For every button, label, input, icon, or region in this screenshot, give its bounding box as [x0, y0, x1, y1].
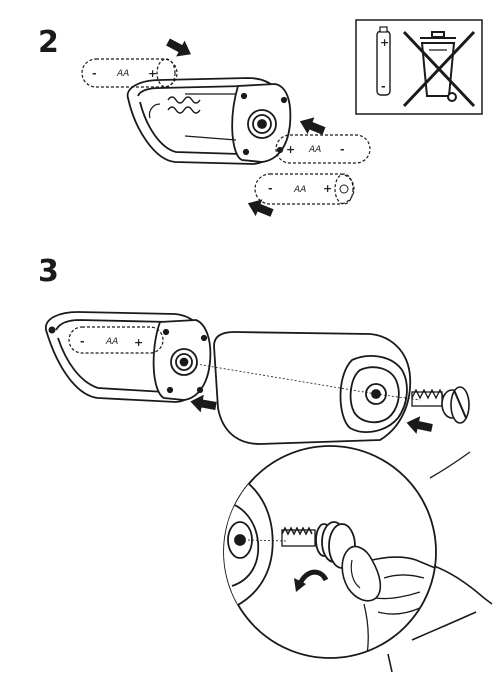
plus-sign: +: [286, 143, 295, 156]
battery-plus-sign: +: [380, 36, 389, 49]
callout-leader: [429, 451, 471, 479]
battery-aa-top: - AA +: [81, 58, 178, 88]
step-number-3: 3: [38, 254, 59, 289]
battery-icon: + -: [376, 26, 391, 96]
thumb-screw: [411, 386, 470, 424]
hand-wrist-line: [433, 565, 493, 605]
rotate-arrow-icon: [297, 569, 329, 586]
minus-sign: -: [80, 335, 85, 348]
battery-holder-loaded: [45, 311, 212, 403]
plus-sign: +: [148, 67, 157, 80]
battery-holder: [126, 77, 292, 165]
arrow-left-icon: [404, 413, 434, 437]
battery-aa-middle: + AA -: [275, 134, 371, 164]
step-2-illustration: - AA + + AA - - AA +: [81, 34, 371, 222]
arrow-left-icon: [244, 194, 276, 222]
battery-label: AA: [293, 185, 306, 195]
battery-label: AA: [105, 337, 118, 347]
battery-minus-sign: -: [381, 80, 386, 93]
plus-sign: +: [323, 182, 332, 195]
alignment-line: [195, 363, 377, 395]
alignment-line: [375, 393, 421, 401]
arrow-right-icon: [163, 34, 196, 63]
plus-sign: +: [134, 336, 143, 349]
hand-wrist-line: [411, 611, 477, 641]
minus-sign: -: [340, 143, 345, 156]
minus-sign: -: [268, 182, 273, 195]
battery-aa-bottom: - AA +: [254, 173, 355, 205]
minus-sign: -: [92, 67, 97, 80]
weee-disposal-symbol: + -: [355, 19, 483, 115]
battery-aa-installed: - AA +: [68, 326, 164, 354]
step-number-2: 2: [38, 25, 59, 60]
hand-wrist-line: [387, 653, 393, 673]
crossed-out-wheelie-bin-icon: [402, 30, 476, 108]
detail-zoom-circle: [223, 445, 437, 659]
battery-label: AA: [308, 145, 321, 155]
battery-cover: [213, 331, 412, 445]
battery-label: AA: [116, 69, 129, 79]
step-3-illustration: - AA +: [45, 311, 493, 673]
